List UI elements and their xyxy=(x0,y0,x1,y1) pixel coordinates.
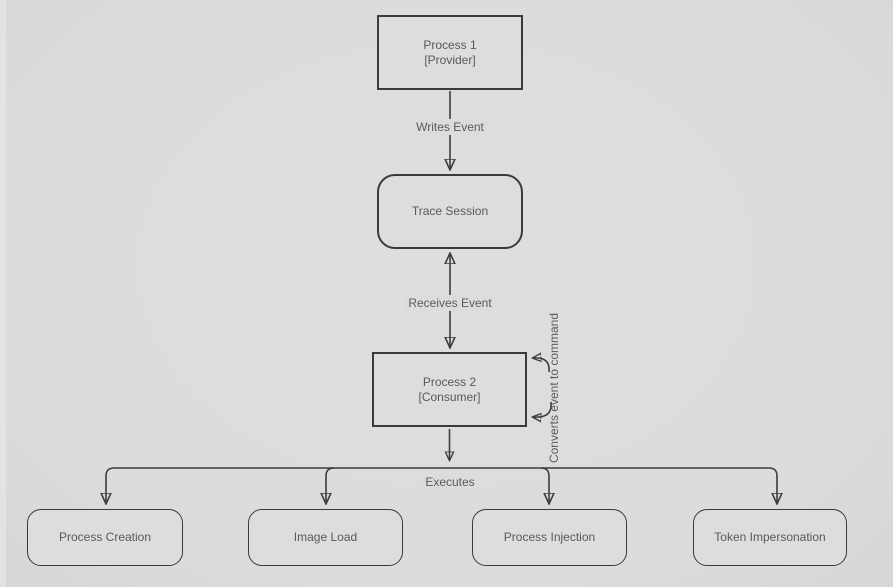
edge-label-converts-event: Converts event to command xyxy=(547,312,561,464)
node-process-1-sublabel: [Provider] xyxy=(424,52,476,67)
node-process-creation-label: Process Creation xyxy=(58,530,152,544)
node-token-impersonation[interactable]: Token Impersonation xyxy=(693,509,847,566)
edge-executes-branch-image-load xyxy=(326,467,335,503)
node-process-1[interactable]: Process 1 [Provider] xyxy=(377,15,523,90)
edge-converts-lower-arrow xyxy=(533,401,552,417)
edge-label-executes: Executes xyxy=(422,474,478,490)
node-process-2-sublabel: [Consumer] xyxy=(418,389,481,404)
edge-label-receives-event: Receives Event xyxy=(405,295,495,311)
node-process-creation[interactable]: Process Creation xyxy=(27,509,183,566)
node-token-impersonation-label: Token Impersonation xyxy=(714,530,826,544)
node-trace-session-label: Trace Session xyxy=(411,204,489,218)
node-process-2[interactable]: Process 2 [Consumer] xyxy=(372,352,527,427)
node-image-load[interactable]: Image Load xyxy=(248,509,403,566)
node-process-2-label: Process 2 xyxy=(422,374,477,389)
node-image-load-label: Image Load xyxy=(293,530,358,544)
edge-executes-rail xyxy=(106,467,777,503)
edge-converts-upper-arrow xyxy=(533,358,550,373)
node-process-1-label: Process 1 xyxy=(423,37,477,52)
node-trace-session[interactable]: Trace Session xyxy=(377,174,523,249)
edge-executes-branch-process-injection xyxy=(540,467,549,503)
node-process-injection-label: Process Injection xyxy=(503,530,596,544)
node-process-injection[interactable]: Process Injection xyxy=(472,509,627,566)
canvas-left-edge-highlight xyxy=(0,0,6,587)
edge-label-writes-event: Writes Event xyxy=(413,119,487,135)
